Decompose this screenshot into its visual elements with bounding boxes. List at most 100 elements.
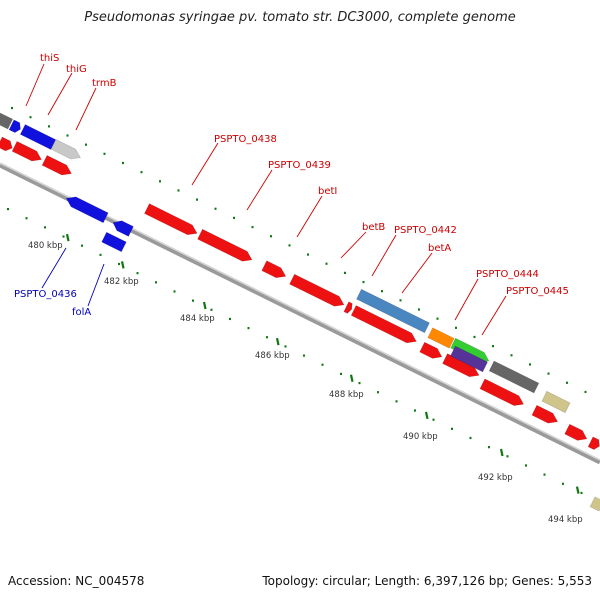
gene-trmB: [50, 139, 81, 160]
gene-labels: thiSthiGtrmBPSPTO_0438PSPTO_0439betIbetB…: [14, 53, 569, 318]
outer-dot: [11, 106, 13, 110]
gene-red-2: [11, 141, 42, 162]
inner-dot: [229, 317, 231, 321]
inner-dot: [284, 345, 287, 348]
outer-dot: [455, 326, 457, 329]
major-tick: [275, 337, 280, 346]
inner-dot: [340, 372, 342, 375]
forward-leader: [296, 195, 323, 238]
major-tick: [499, 448, 504, 457]
tick-label: 480 kbp: [28, 241, 63, 251]
inner-dot: [44, 226, 46, 229]
tick-label: 494 kbp: [548, 515, 583, 525]
reverse-gene-label: PSPTO_0436: [14, 289, 77, 300]
reverse-leader: [87, 263, 105, 307]
inner-dot: [395, 400, 398, 403]
tick-label: 490 kbp: [403, 432, 438, 442]
inner-dot: [488, 446, 490, 449]
tick-labels: 480 kbp 482 kbp 484 kbp 486 kbp 488 kbp 490 k…: [28, 241, 583, 525]
outer-dot: [29, 116, 32, 119]
tick-label: 482 kbp: [104, 277, 139, 287]
forward-gene-label: PSPTO_0439: [268, 160, 331, 171]
gene-purple: [450, 345, 488, 373]
inner-dotted-ruler: [7, 207, 583, 495]
forward-leader: [47, 72, 73, 116]
tick-label: 486 kbp: [255, 351, 290, 361]
inner-dot: [247, 327, 250, 330]
outer-dot: [251, 225, 254, 229]
inner-dot: [432, 418, 435, 421]
label-leader-lines: [25, 63, 507, 336]
inner-dot: [136, 272, 139, 275]
outer-dot: [48, 125, 50, 128]
genome-summary-text: Topology: circular; Length: 6,397,126 bp…: [262, 574, 592, 588]
outer-dot: [140, 171, 143, 174]
gene-red-right: [531, 404, 559, 424]
reverse-gene-label: folA: [72, 307, 91, 318]
gene-folA-a: [112, 220, 134, 237]
outer-dot: [473, 335, 476, 339]
forward-leader: [454, 278, 479, 321]
gene-PSPTO_0438: [144, 203, 198, 236]
inner-dot: [303, 354, 305, 357]
tick-label: 484 kbp: [180, 314, 215, 324]
inner-dot: [81, 244, 83, 247]
gene-grey-left: [0, 112, 14, 130]
outer-dot: [214, 207, 217, 210]
outer-dot: [85, 143, 87, 146]
forward-gene-label: betI: [318, 186, 337, 197]
outer-dot: [436, 317, 439, 320]
inner-dot: [506, 455, 509, 458]
inner-dot: [580, 491, 583, 495]
inner-dot: [525, 464, 527, 467]
tick-label: 492 kbp: [478, 473, 513, 483]
gene-small: [343, 301, 353, 314]
outer-dot: [418, 308, 420, 311]
gene-PSPTO_0436: [65, 196, 109, 224]
forward-gene-label: thiS: [40, 53, 59, 64]
outer-dot: [492, 345, 494, 348]
outer-dot: [529, 363, 531, 366]
outer-dot: [177, 189, 180, 192]
outer-dot: [233, 216, 235, 220]
forward-gene-label: PSPTO_0445: [506, 286, 569, 297]
major-tick: [349, 374, 354, 382]
outer-dotted-ruler: [11, 106, 587, 394]
major-tick: [202, 301, 207, 310]
outer-dot: [584, 390, 587, 394]
tick-label: 488 kbp: [329, 390, 364, 400]
outer-dot: [288, 244, 291, 247]
outer-dot: [66, 134, 69, 137]
gene-PSPTO_0439: [197, 228, 253, 262]
gene-betA-a: [427, 327, 455, 349]
inner-dot: [321, 363, 324, 366]
inner-dot: [25, 217, 28, 220]
forward-leader: [481, 295, 507, 336]
forward-gene-label: trmB: [92, 78, 117, 89]
outer-dot: [399, 299, 402, 302]
forward-leader: [191, 142, 219, 186]
forward-gene-label: betA: [428, 243, 451, 254]
gene-folA: [101, 231, 127, 253]
outer-dot: [547, 372, 550, 375]
gene-PSPTO_0442: [356, 288, 430, 334]
forward-leader: [340, 231, 367, 259]
gene-features: [0, 112, 600, 512]
inner-dot: [358, 381, 361, 385]
gene-grey-right: [488, 360, 540, 394]
gene-PSPTO_0445: [479, 378, 525, 406]
map-title: Pseudomonas syringae pv. tomato str. DC3…: [84, 10, 516, 25]
inner-dot: [451, 427, 453, 430]
inner-dot: [7, 207, 9, 211]
gene-thiS: [8, 119, 21, 133]
forward-leader: [75, 87, 97, 131]
forward-leader: [25, 63, 45, 107]
gene-red-far-right: [564, 423, 588, 441]
outer-dot: [325, 262, 328, 265]
outer-dot: [566, 381, 568, 384]
gene-betA: [419, 341, 443, 359]
inner-dot: [155, 281, 157, 284]
outer-dot: [159, 180, 161, 183]
forward-gene-label: PSPTO_0444: [476, 269, 539, 280]
